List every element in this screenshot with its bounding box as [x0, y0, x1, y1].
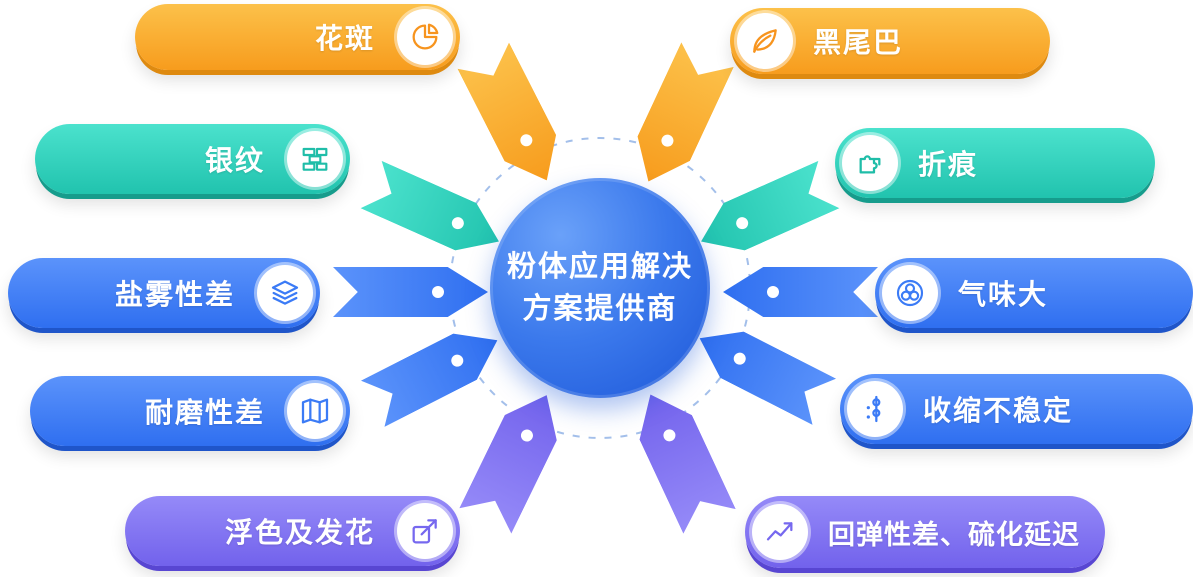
pill-label: 黑尾巴 — [813, 27, 904, 58]
leaf-icon — [737, 13, 793, 69]
arrow-dot — [661, 427, 677, 443]
pill-label: 收缩不稳定 — [923, 395, 1074, 426]
layers-icon — [257, 265, 313, 321]
arrow-dot — [450, 215, 466, 231]
problem-pill-yinwen: 银纹 — [35, 124, 350, 194]
problem-pill-naimo: 耐磨性差 — [30, 376, 350, 446]
pill-label: 气味大 — [958, 279, 1049, 310]
problem-pill-huitan: 回弹性差、硫化延迟 — [745, 496, 1105, 568]
problem-pill-huaban: 花斑 — [135, 4, 460, 70]
pill-label: 花斑 — [314, 23, 375, 54]
arrow-dot — [519, 427, 535, 443]
pill-label: 盐雾性差 — [114, 279, 235, 310]
problem-pill-yanwu: 盐雾性差 — [8, 258, 320, 328]
arrow-dot — [432, 286, 445, 298]
arrow-dot — [518, 132, 534, 148]
nodes-icon — [847, 381, 903, 437]
arrow-dot — [767, 286, 779, 298]
arrow-dot — [731, 350, 747, 366]
pie-chart-icon — [397, 9, 453, 65]
trend-arrow-icon — [397, 503, 453, 559]
trend-line-icon — [752, 504, 808, 560]
arrow-dot — [449, 352, 465, 368]
problem-pill-zhehen: 折痕 — [835, 128, 1155, 198]
problem-pill-heiweiba: 黑尾巴 — [730, 8, 1050, 74]
arrow-dot — [734, 215, 750, 231]
center-circle: 粉体应用解决 方案提供商 — [490, 178, 710, 398]
odor-circles-icon — [882, 265, 938, 321]
center-title-line1: 粉体应用解决 — [506, 250, 693, 283]
pill-label: 银纹 — [204, 145, 265, 176]
center-title: 粉体应用解决 方案提供商 — [507, 246, 693, 330]
problem-pill-shousuo: 收缩不稳定 — [840, 374, 1193, 444]
map-icon — [287, 383, 343, 439]
pill-label: 耐磨性差 — [144, 397, 265, 428]
arrow-dot — [659, 133, 675, 149]
problem-pill-fuse: 浮色及发花 — [125, 496, 460, 566]
center-title-line2: 方案提供商 — [522, 293, 678, 325]
bricks-icon — [287, 131, 343, 187]
puzzle-icon — [842, 135, 898, 191]
pill-label: 回弹性差、硫化延迟 — [828, 519, 1080, 550]
pill-label: 折痕 — [918, 149, 979, 180]
problem-pill-qiwei: 气味大 — [875, 258, 1193, 328]
pill-label: 浮色及发花 — [224, 517, 375, 548]
